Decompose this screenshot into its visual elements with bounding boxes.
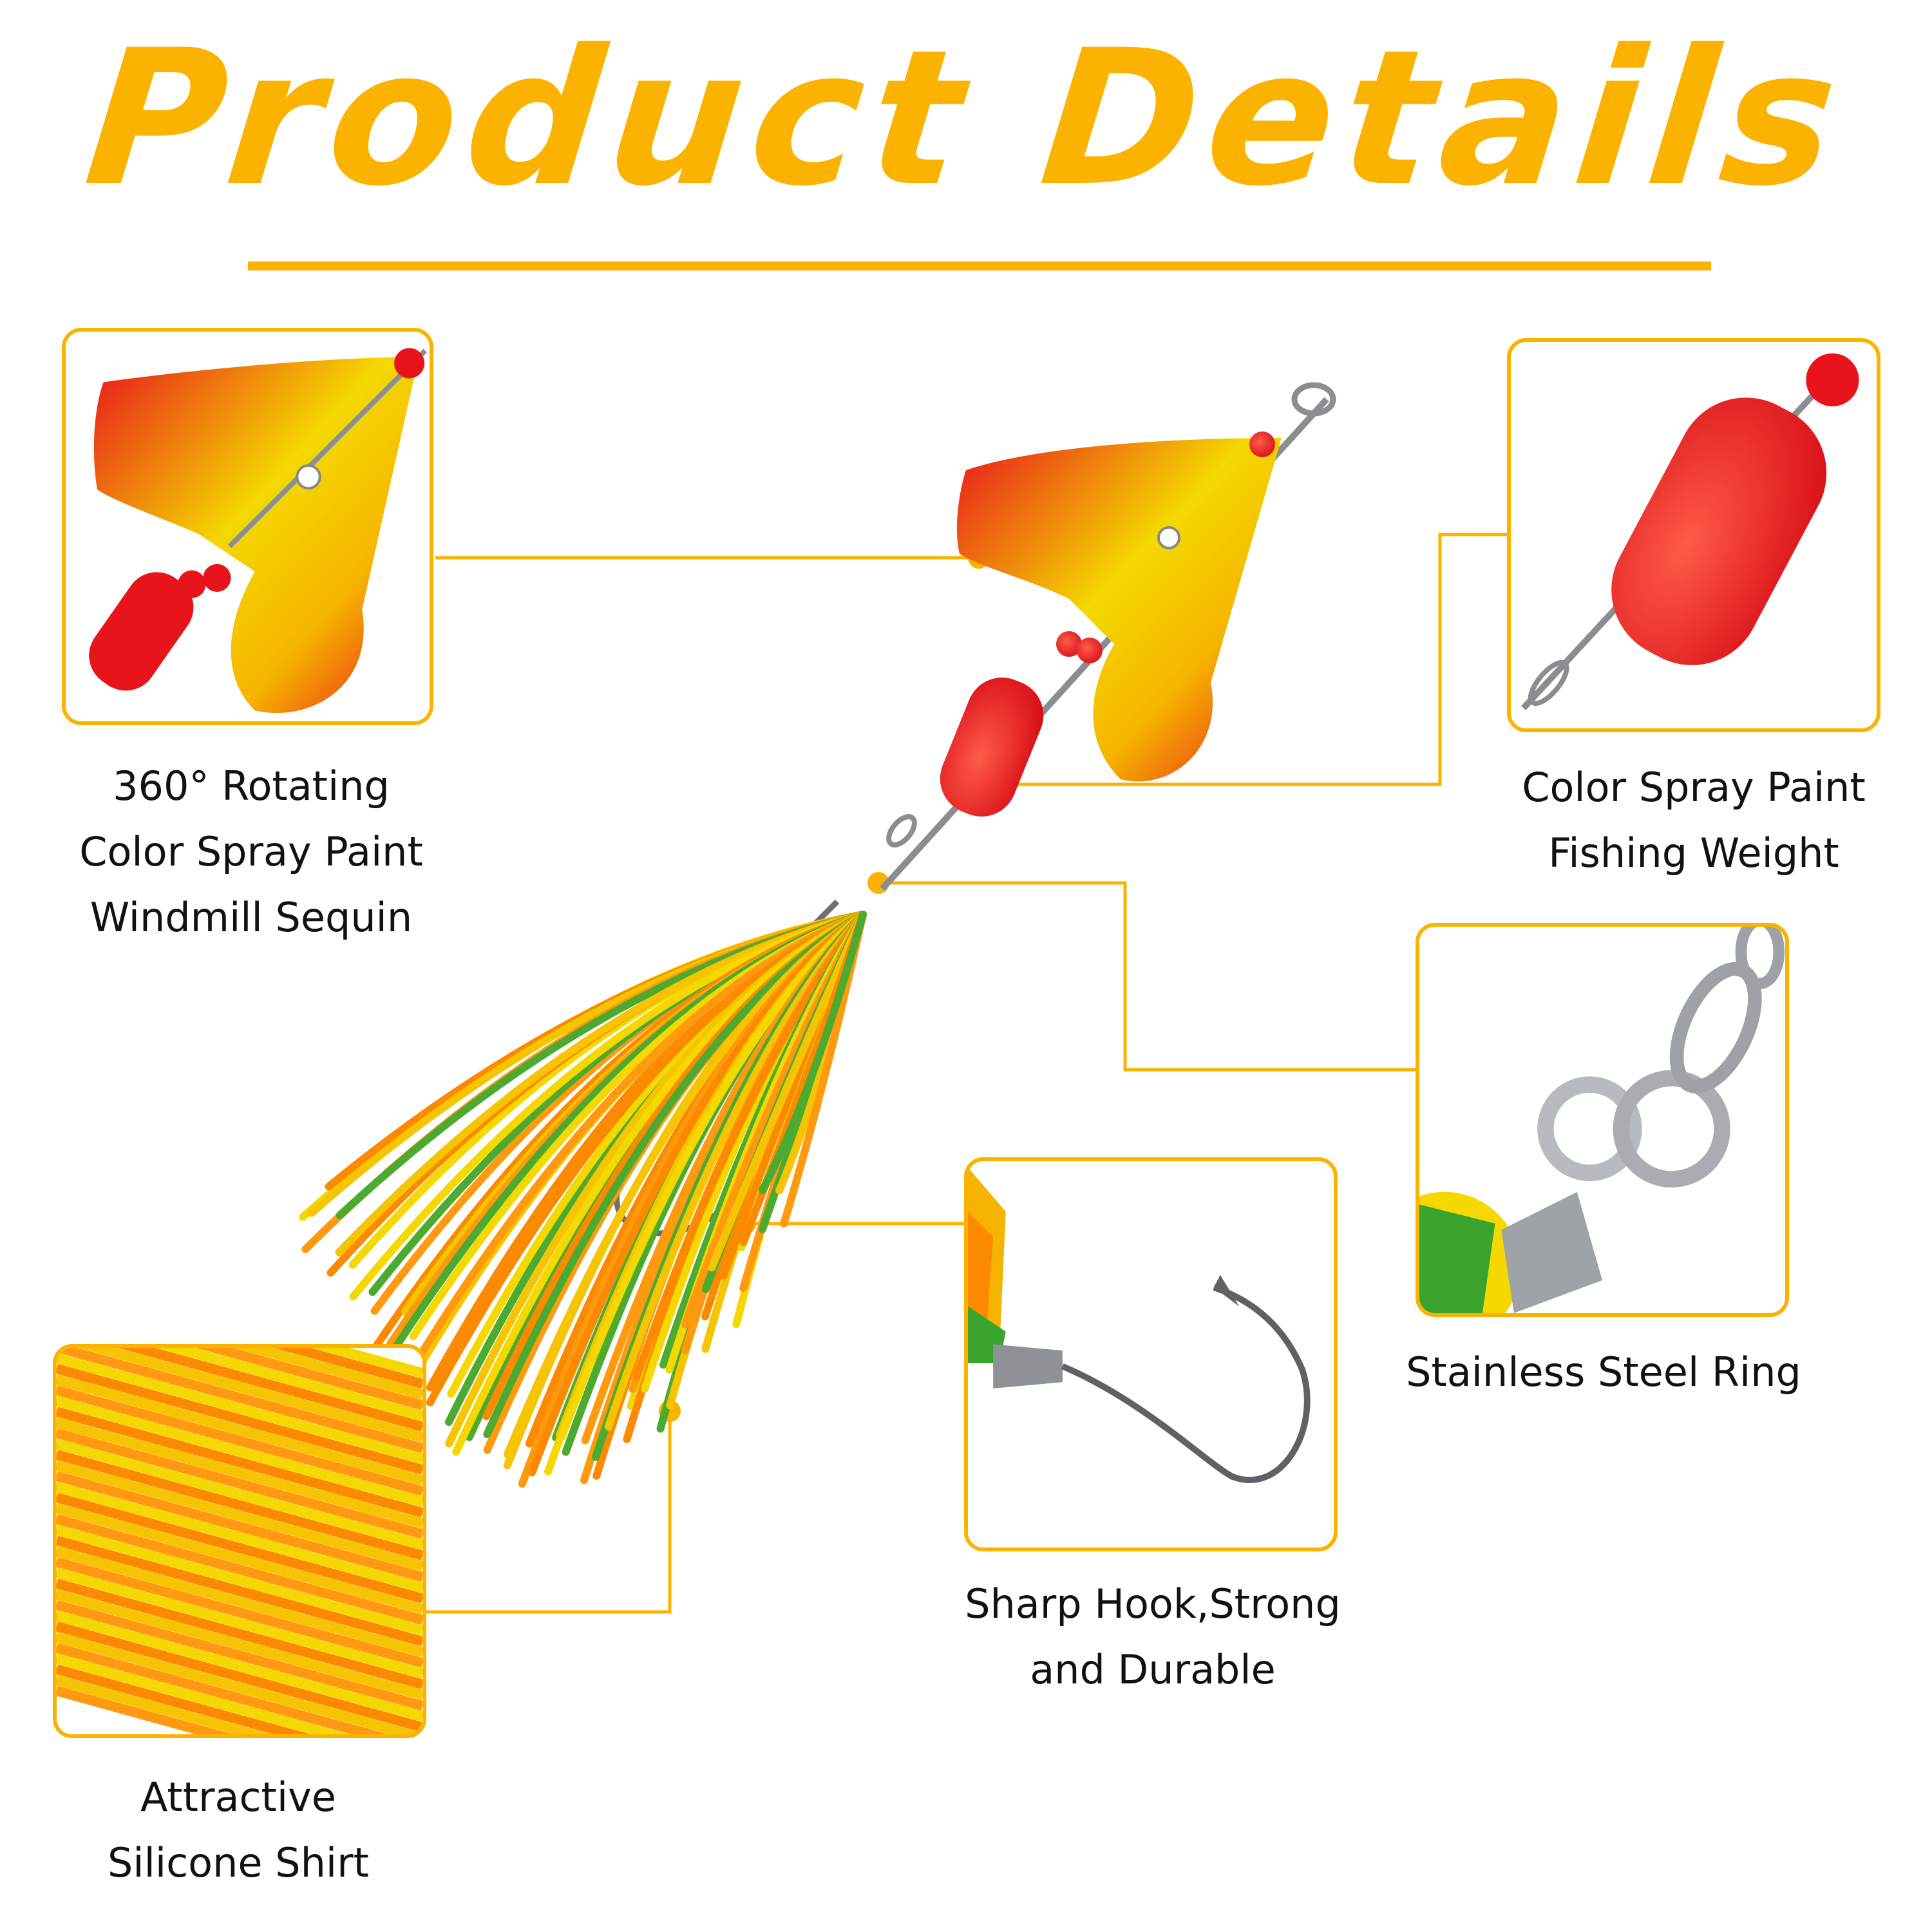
hook-caption: Sharp Hook,Strong and Durable	[927, 1571, 1378, 1703]
skirt-zoom-strand	[57, 1643, 389, 1734]
hook-caption-line1: Sharp Hook,Strong	[965, 1580, 1341, 1627]
sequin-caption: 360° Rotating Color Spray Paint Windmill…	[39, 753, 464, 951]
skirt-zoom-strand	[57, 1460, 422, 1571]
skirt-zoom-strand	[57, 1653, 350, 1734]
skirt-caption-line2: Silicone Shirt	[108, 1839, 369, 1886]
skirt-strand	[632, 911, 867, 1381]
sequin-detail-box	[62, 328, 433, 725]
skirt-zoom-strand	[234, 1348, 422, 1400]
skirt-zoom-strand	[156, 1348, 422, 1421]
skirt-zoom-strand	[273, 1348, 422, 1389]
skirt-zoom-strand	[57, 1503, 422, 1615]
skirt-zoom-strand	[57, 1428, 422, 1539]
sequin-caption-line2: Color Spray Paint	[79, 828, 423, 875]
skirt-zoom-strand	[57, 1621, 422, 1732]
skirt-strand	[758, 911, 867, 1195]
skirt-detail-box	[53, 1344, 426, 1738]
skirt-zoom-strand	[57, 1439, 422, 1550]
skirt-zoom-strand	[57, 1685, 234, 1734]
skirt-zoom-strand	[57, 1471, 422, 1582]
sequin-caption-line3: Windmill Sequin	[90, 894, 413, 941]
skirt-zoom-strand	[57, 1664, 312, 1734]
ring-caption: Stainless Steel Ring	[1385, 1340, 1823, 1405]
weight-caption-line1: Color Spray Paint	[1522, 764, 1866, 811]
skirt-zoom-strand	[57, 1675, 272, 1734]
skirt-zoom-strand	[195, 1348, 422, 1410]
skirt-zoom-strand	[57, 1450, 422, 1561]
skirt-zoom-strand	[57, 1632, 422, 1734]
skirt-zoom-strand	[57, 1600, 422, 1711]
skirt-zoom-strand	[57, 1557, 422, 1668]
skirt-zoom-strand	[57, 1482, 422, 1593]
skirt-zoom-strand	[57, 1353, 422, 1464]
skirt-zoom-strand	[312, 1348, 422, 1378]
ring-detail-box	[1416, 923, 1789, 1317]
skirt-strand	[708, 911, 867, 1272]
weight-caption-line2: Fishing Weight	[1548, 829, 1839, 876]
skirt-zoom-strand	[79, 1348, 422, 1443]
sequin-caption-line1: 360° Rotating	[113, 762, 390, 810]
skirt-zoom-strand	[57, 1374, 422, 1486]
skirt-zoom-strand	[57, 1567, 422, 1679]
skirt-zoom-strand	[57, 1589, 422, 1700]
weight-detail-box	[1507, 338, 1880, 732]
skirt-zoom-strand	[57, 1396, 422, 1507]
skirt-zoom-strand	[57, 1524, 422, 1636]
skirt-caption: Attractive Silicone Shirt	[26, 1765, 451, 1896]
skirt-zoom-strand	[57, 1611, 422, 1722]
skirt-zoom-strand	[57, 1417, 422, 1529]
hook-caption-line2: and Durable	[1030, 1646, 1276, 1693]
ring-caption-line1: Stainless Steel Ring	[1406, 1349, 1801, 1396]
weight-caption: Color Spray Paint Fishing Weight	[1481, 755, 1906, 886]
skirt-zoom-strand	[57, 1385, 422, 1497]
skirt-zoom-strand	[57, 1514, 422, 1625]
skirt-zoom-strand	[57, 1578, 422, 1690]
skirt-caption-line1: Attractive	[140, 1774, 336, 1821]
skirt-zoom-strand	[57, 1363, 422, 1475]
skirt-zoom-strand	[57, 1535, 422, 1647]
title-underline	[248, 261, 1711, 270]
hook-detail-box	[964, 1157, 1338, 1551]
skirt-zoom-strand	[57, 1546, 422, 1658]
skirt-zoom-strand	[57, 1348, 422, 1454]
skirt-zoom-strand	[57, 1492, 422, 1604]
skirt-zoom-strand	[57, 1406, 422, 1518]
skirt-zoom-strand	[117, 1348, 422, 1432]
